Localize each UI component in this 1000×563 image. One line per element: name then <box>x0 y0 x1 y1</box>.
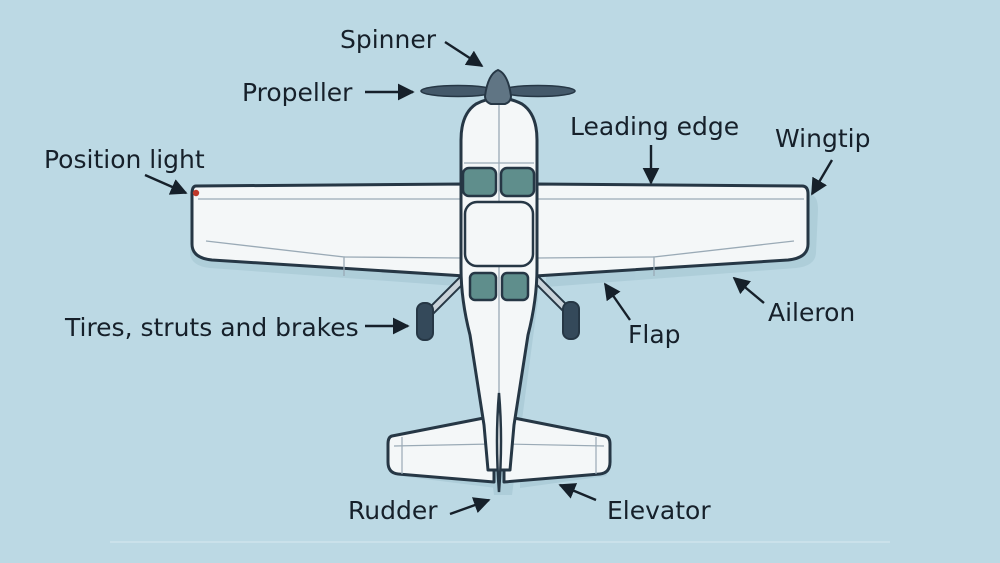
label-propeller: Propeller <box>242 78 353 107</box>
left-elevator <box>386 414 496 484</box>
position-light <box>192 189 200 197</box>
left-elevator-hinge <box>393 443 493 447</box>
propeller-blade-right <box>500 84 576 98</box>
right-wing <box>533 182 810 278</box>
flap-arrow <box>604 282 631 321</box>
left-wing <box>190 182 467 278</box>
windshield-left <box>461 166 498 198</box>
cabin-roof <box>463 200 535 268</box>
rear-window-right <box>500 271 530 302</box>
rudder <box>495 392 503 493</box>
label-aileron: Aileron <box>768 298 856 327</box>
rudder-arrow <box>449 497 491 516</box>
left-tire <box>416 302 434 341</box>
windshield-right <box>499 166 536 198</box>
label-flap: Flap <box>628 320 681 349</box>
right-elevator <box>502 414 612 484</box>
label-rudder: Rudder <box>348 496 438 525</box>
propeller-blade-left <box>420 84 496 98</box>
aileron-arrow <box>732 276 765 304</box>
wingtip-arrow <box>810 159 834 196</box>
elevator-arrow <box>558 483 597 502</box>
right-flap <box>536 256 655 259</box>
label-leading-edge: Leading edge <box>570 112 740 141</box>
label-wingtip: Wingtip <box>775 124 871 153</box>
left-flap <box>343 256 464 259</box>
right-tire <box>562 301 580 340</box>
label-elevator: Elevator <box>607 496 711 525</box>
label-tires: Tires, struts and brakes <box>65 313 359 342</box>
spinner-arrow <box>444 40 484 68</box>
callout-arrows <box>144 40 834 516</box>
label-spinner: Spinner <box>340 25 437 54</box>
label-position-light: Position light <box>44 145 205 174</box>
rear-window-left <box>468 271 498 302</box>
position-light-arrow <box>144 173 188 195</box>
spinner <box>483 68 513 105</box>
right-elevator-hinge <box>505 443 605 447</box>
